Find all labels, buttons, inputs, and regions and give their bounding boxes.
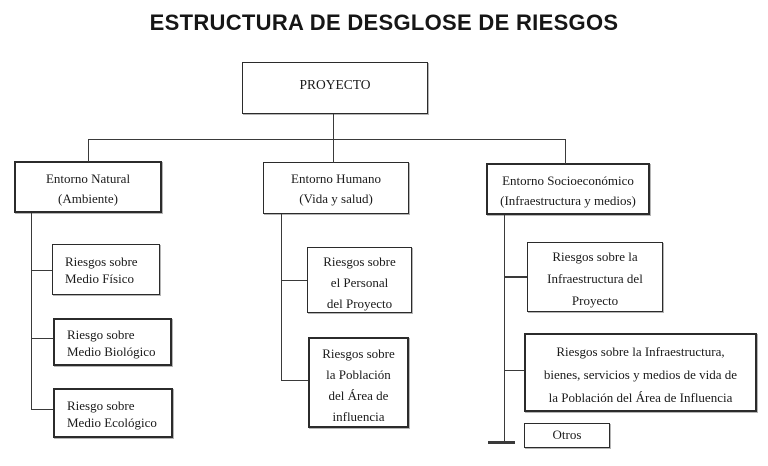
connector-column2-elbow-personal [281, 280, 307, 281]
connector-drop-humano [333, 139, 334, 163]
connector-column2-elbow-poblacion [281, 380, 308, 381]
connector-column1-elbow-fisico [31, 270, 52, 271]
node-riesgos-infraestructura-line2: Infraestructura del [547, 271, 643, 286]
node-riesgos-infraestructura-line3: Proyecto [571, 293, 619, 308]
connector-column1-vertical [31, 213, 32, 410]
node-otros: Otros [524, 423, 610, 448]
node-riesgo-medio-biologico: Riesgo sobre Medio Biológico [53, 318, 172, 366]
node-entorno-socioeconomico: Entorno Socioeconómico (Infraestructura … [486, 163, 650, 215]
node-proyecto: PROYECTO [242, 62, 428, 114]
node-riesgos-poblacion-line2: la Población [326, 367, 391, 382]
node-riesgo-medio-ecologico-line1: Riesgo sobre [67, 398, 135, 413]
node-proyecto-label: PROYECTO [299, 77, 371, 92]
connector-drop-socioeconomico [565, 139, 566, 164]
node-entorno-humano-label-line1: Entorno Humano [291, 171, 381, 186]
node-riesgos-poblacion-line3: del Área de [328, 388, 389, 403]
node-riesgo-medio-ecologico: Riesgo sobre Medio Ecológico [53, 388, 173, 438]
node-riesgos-personal-proyecto: Riesgos sobre el Personal del Proyecto [307, 247, 412, 313]
connector-root-drop [333, 114, 334, 140]
node-entorno-socioeconomico-label-line1: Entorno Socioeconómico [502, 173, 634, 188]
diagram-title: ESTRUCTURA DE DESGLOSE DE RIESGOS [149, 10, 619, 35]
node-entorno-humano-label-line2: (Vida y salud) [299, 191, 373, 206]
connector-column3-otros-dash [488, 441, 515, 444]
node-riesgos-infraestructura-proyecto: Riesgos sobre la Infraestructura del Pro… [527, 242, 663, 312]
connector-column3-vertical [504, 215, 505, 442]
connector-drop-natural [88, 139, 89, 162]
node-riesgos-personal-line2: el Personal [330, 275, 389, 290]
node-entorno-humano: Entorno Humano (Vida y salud) [263, 162, 409, 214]
node-entorno-natural-label-line2: (Ambiente) [58, 191, 118, 206]
node-riesgos-infraestructura-bienes-servicios: Riesgos sobre la Infraestructura, bienes… [524, 333, 757, 412]
connector-column1-elbow-ecologico [31, 409, 53, 410]
node-riesgos-medio-fisico-line2: Medio Físico [65, 271, 134, 286]
node-riesgos-personal-line3: del Proyecto [326, 296, 393, 311]
node-riesgo-medio-ecologico-line2: Medio Ecológico [67, 415, 157, 430]
node-riesgos-poblacion-area: Riesgos sobre la Población del Área de i… [308, 337, 409, 428]
connector-column3-elbow-wide [504, 370, 524, 371]
connector-column1-elbow-biologico [31, 338, 53, 339]
connector-main-horizontal [88, 139, 566, 140]
node-otros-label: Otros [552, 427, 582, 442]
node-riesgos-bienes-line3: la Población del Área de Influencia [548, 390, 733, 405]
node-entorno-socioeconomico-label-line2: (Infraestructura y medios) [500, 193, 636, 208]
connector-column3-elbow-infraestructura [504, 276, 527, 278]
connector-column2-vertical [281, 214, 282, 381]
node-entorno-natural: Entorno Natural (Ambiente) [14, 161, 162, 213]
node-riesgo-medio-biologico-line1: Riesgo sobre [67, 327, 135, 342]
node-entorno-natural-label-line1: Entorno Natural [45, 171, 131, 186]
node-riesgos-poblacion-line1: Riesgos sobre [322, 346, 395, 361]
node-riesgos-bienes-line2: bienes, servicios y medios de vida de [543, 367, 738, 382]
node-riesgos-infraestructura-line1: Riesgos sobre la [552, 249, 638, 264]
node-riesgos-bienes-line1: Riesgos sobre la Infraestructura, [556, 344, 725, 359]
node-riesgo-medio-biologico-line2: Medio Biológico [67, 344, 156, 359]
node-riesgos-poblacion-line4: influencia [332, 409, 385, 424]
node-riesgos-medio-fisico: Riesgos sobre Medio Físico [52, 244, 160, 295]
node-riesgos-medio-fisico-line1: Riesgos sobre [65, 254, 138, 269]
node-riesgos-personal-line1: Riesgos sobre [323, 254, 396, 269]
